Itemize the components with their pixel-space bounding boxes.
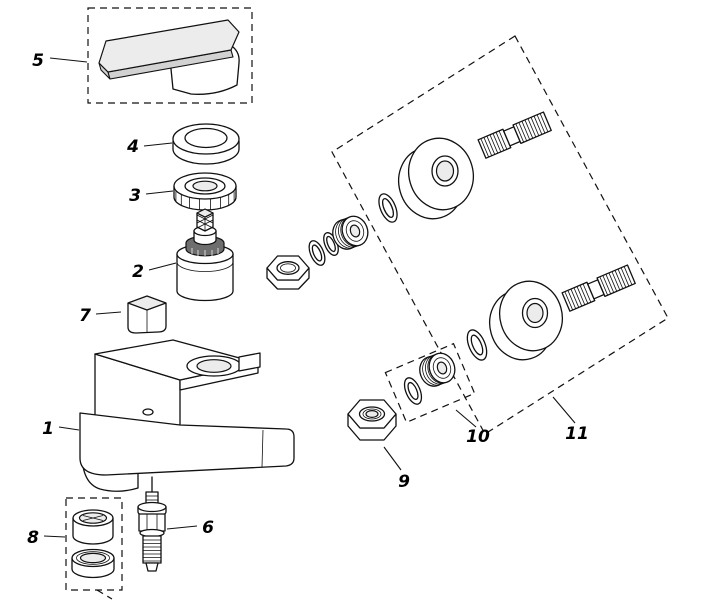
wall-nipple-bottom: [561, 264, 636, 312]
part-5-handle: [98, 19, 240, 95]
part-4-trim-ring: [172, 123, 240, 165]
part-8-aerator-assembly: [65, 497, 123, 600]
wall-nipple-top: [477, 111, 552, 159]
part-label-3: 3: [129, 186, 141, 206]
part-label-5: 5: [32, 51, 44, 71]
leader-line-9: [383, 446, 402, 471]
part-3-retaining-ring: [173, 172, 237, 211]
part-label-7: 7: [79, 306, 91, 326]
washer-bottom-2: [466, 329, 488, 361]
part-9-mounting-nut: [347, 399, 397, 441]
leader-line-6: [166, 525, 198, 530]
washer-bottom-1: [403, 377, 423, 405]
leader-line-5: [49, 57, 88, 63]
leader-line-1: [58, 426, 80, 431]
part-label-1: 1: [42, 419, 54, 439]
washer-top-3: [378, 193, 398, 223]
group-box-10: [384, 342, 476, 424]
part-label-4: 4: [126, 137, 139, 157]
part-7-handle-cap: [127, 295, 167, 334]
washer-top-1: [308, 240, 326, 266]
escutcheon-bottom: [489, 280, 563, 361]
eccentric-connector-top: [332, 215, 369, 250]
leader-line-4: [143, 142, 173, 147]
leader-line-2: [148, 262, 177, 271]
part-label-11: 11: [565, 424, 589, 444]
escutcheon-top: [398, 137, 474, 220]
hex-nut-top: [266, 255, 310, 290]
group-box-5: [87, 7, 253, 104]
leader-line-3: [145, 190, 174, 195]
part-6-diverter-valve: [137, 476, 167, 572]
leader-line-10: [455, 409, 477, 428]
leader-line-7: [95, 311, 122, 315]
eccentric-connector-bottom: [419, 352, 456, 387]
part-1-faucet-body: [79, 339, 295, 492]
group-box-11: [331, 35, 669, 435]
part-10-adapter-set: [384, 342, 476, 424]
leader-line-11: [552, 396, 576, 424]
part-label-8: 8: [27, 528, 39, 548]
leader-line-8: [43, 535, 66, 538]
part-label-9: 9: [398, 472, 410, 492]
part-label-10: 10: [466, 427, 490, 447]
group-box-8: [65, 497, 123, 591]
part-2-cartridge: [176, 208, 234, 302]
part-label-6: 6: [202, 518, 214, 538]
part-label-2: 2: [132, 262, 144, 282]
